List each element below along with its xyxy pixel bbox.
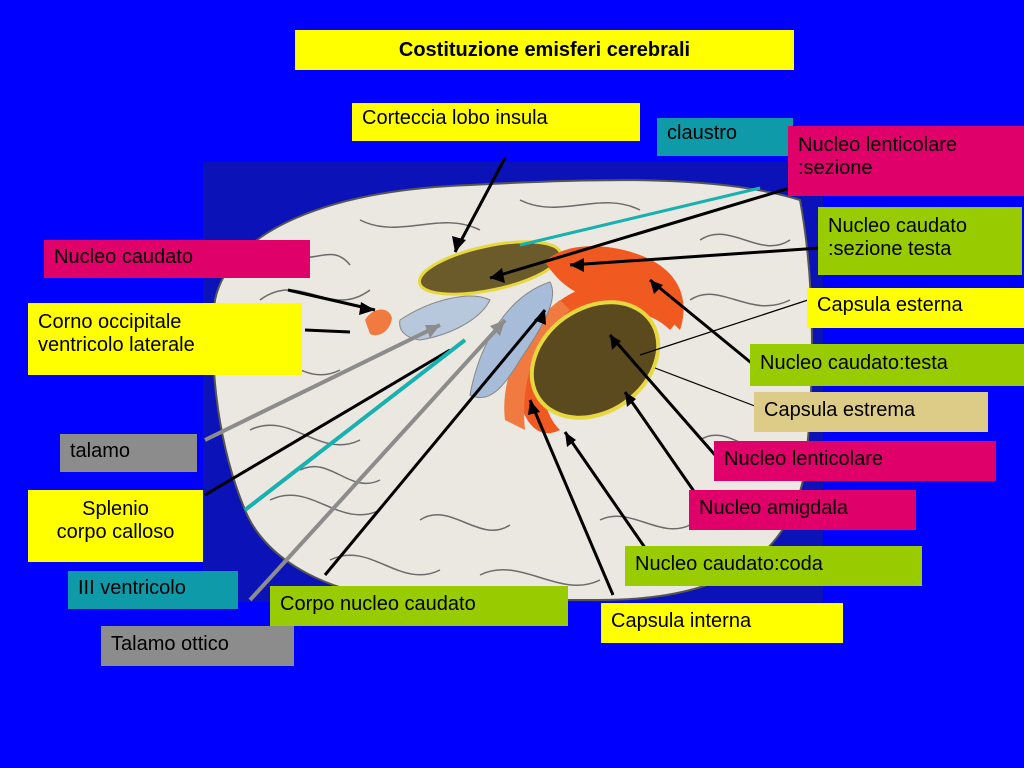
label-corpo-nucleo-caudato: Corpo nucleo caudato [270, 586, 568, 626]
label-line-1: Corno occipitale [38, 311, 182, 333]
label-nucleo-amigdala: Nucleo amigdala [689, 490, 916, 530]
thalamus-shape [399, 295, 491, 341]
gray-arrowheads [425, 320, 505, 338]
label-nucleo-caudato: Nucleo caudato [44, 240, 310, 278]
label-line-2: :sezione [798, 157, 873, 179]
claustrum-line [519, 186, 761, 247]
label-line-1: Nucleo lenticolare [798, 134, 957, 156]
label-line-2: ventricolo laterale [38, 334, 195, 356]
label-nucleo-lenticolare-sezione: Nucleo lenticolare :sezione [788, 126, 1024, 196]
label-line-2: corpo calloso [56, 521, 175, 543]
label-capsula-estrema: Capsula estrema [754, 392, 988, 432]
label-line-1: Nucleo caudato [828, 215, 967, 237]
label-talamo-ottico: Talamo ottico [101, 626, 294, 666]
gray-arrow-lines [204, 318, 507, 602]
teal-arrow-line [243, 338, 467, 512]
label-corteccia-lobo-insula: Corteccia lobo insula [352, 103, 640, 141]
caudate-tail-shape [504, 300, 570, 430]
label-nucleo-caudato-testa: Nucleo caudato:testa [750, 344, 1024, 386]
occipital-horn-shape [365, 309, 392, 336]
page-title: Costituzione emisferi cerebrali [295, 30, 794, 70]
label-claustro: claustro [657, 118, 793, 156]
label-line-1: Splenio [82, 498, 149, 520]
pointer-lines [204, 157, 821, 596]
label-corno-occipitale: Corno occipitale ventricolo laterale [28, 303, 302, 375]
label-nucleo-caudato-coda: Nucleo caudato:coda [625, 546, 922, 586]
arrowheads [359, 236, 663, 447]
label-nucleo-lenticolare: Nucleo lenticolare [714, 441, 996, 481]
label-iii-ventricolo: III ventricolo [68, 571, 238, 609]
label-talamo: talamo [60, 434, 197, 472]
label-nucleo-caudato-sezione-testa: Nucleo caudato :sezione testa [818, 207, 1022, 275]
label-capsula-esterna: Capsula esterna [807, 288, 1024, 328]
label-capsula-interna: Capsula interna [601, 603, 843, 643]
label-splenio-corpo-calloso: Splenio corpo calloso [28, 490, 203, 562]
label-line-2: :sezione testa [828, 238, 952, 260]
lentiform-nucleus [529, 300, 661, 420]
thin-pointer-lines [639, 299, 809, 409]
